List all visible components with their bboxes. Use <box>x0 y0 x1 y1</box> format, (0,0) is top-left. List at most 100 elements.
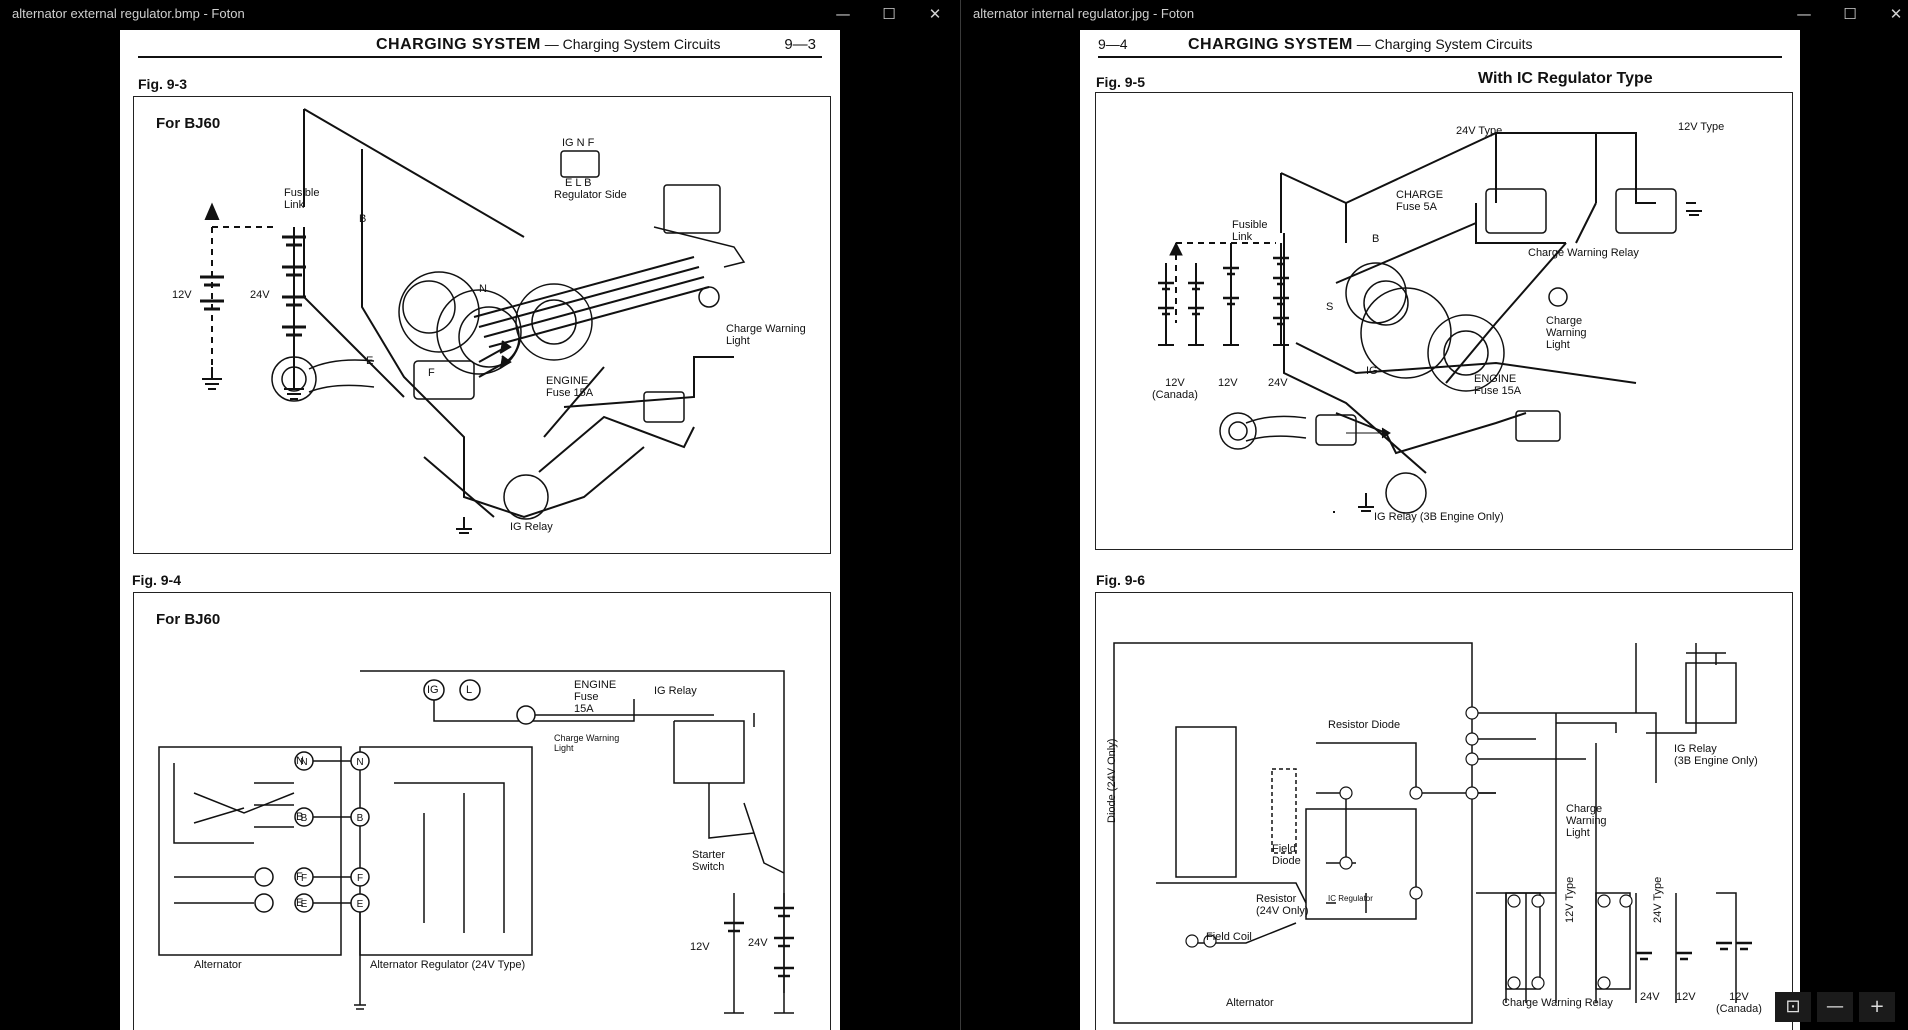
field-diode-label: Field Diode <box>1272 843 1301 867</box>
wiring-diagram-9-5 <box>1158 132 1702 514</box>
page-number: 9—3 <box>784 36 816 53</box>
schematic-9-6 <box>1113 642 1752 1024</box>
window-divider <box>960 0 961 1030</box>
svg-text:E: E <box>301 899 308 910</box>
n-terminal-label: N <box>296 755 304 767</box>
12v-label: 12V <box>1676 991 1696 1003</box>
figure-9-4: For BJ60 <box>133 592 831 1030</box>
zoom-out-button[interactable]: — <box>1817 992 1853 1022</box>
zoom-in-button[interactable]: + <box>1859 992 1895 1022</box>
figure-heading: For BJ60 <box>156 115 221 132</box>
ig-terminal-label: IG <box>1366 365 1378 377</box>
f-terminal-label: F <box>428 367 435 379</box>
regulator-side-label: Regulator Side <box>554 189 627 201</box>
svg-text:F: F <box>357 873 363 884</box>
ig-terminal-label: IG <box>427 684 439 696</box>
left-titlebar: alternator external regulator.bmp - Foto… <box>0 0 960 28</box>
diode-24v-label: Diode (24V Only) <box>1106 738 1118 823</box>
l-terminal-label: L <box>466 684 473 696</box>
field-coil-label: Field Coil <box>1206 931 1252 943</box>
b-terminal-label: B <box>359 213 367 225</box>
figure-label: Fig. 9-4 <box>132 572 182 588</box>
12v-label: 12V <box>1218 377 1238 389</box>
page-header: 9—4 CHARGING SYSTEM — Charging System Ci… <box>1098 34 1782 58</box>
alternator-regulator-label: Alternator Regulator (24V Type) <box>370 959 526 971</box>
engine-fuse-label: ENGINE Fuse 15A <box>1474 373 1522 397</box>
close-button[interactable]: ✕ <box>1889 5 1903 23</box>
24v-label: 24V <box>1268 377 1288 389</box>
section-subtitle: — Charging System Circuits <box>1356 36 1533 52</box>
close-button[interactable]: ✕ <box>928 5 942 23</box>
figure-heading: With IC Regulator Type <box>1478 70 1653 87</box>
12v-canada-label: 12V (Canada) <box>1716 991 1762 1015</box>
svg-text:N: N <box>356 757 363 768</box>
figure-heading: For BJ60 <box>156 611 221 628</box>
ic-regulator-label: IC Regulator <box>1328 894 1373 903</box>
manual-page-left: CHARGING SYSTEM — Charging System Circui… <box>120 30 840 1030</box>
12v-label: 12V <box>172 289 192 301</box>
f-terminal-label: F <box>296 871 303 883</box>
section-subtitle: — Charging System Circuits <box>544 36 721 52</box>
e-terminal-label: E <box>296 897 304 909</box>
page-header: CHARGING SYSTEM — Charging System Circui… <box>138 34 822 58</box>
section-title: CHARGING SYSTEM <box>1188 36 1353 53</box>
alternator-label: Alternator <box>1226 997 1274 1009</box>
ig-relay-label: IG Relay (3B Engine Only) <box>1674 743 1758 767</box>
minimize-button[interactable]: — <box>1796 5 1812 23</box>
svg-text:E: E <box>357 899 364 910</box>
resistor-diode-label: Resistor Diode <box>1328 719 1401 731</box>
24v-type-label: 24V Type <box>1456 125 1503 137</box>
12v-label: 12V <box>690 941 710 953</box>
left-window-title: alternator external regulator.bmp - Foto… <box>12 6 245 21</box>
ig-relay-label: IG Relay <box>510 521 553 533</box>
minimize-button[interactable]: — <box>835 5 851 23</box>
24v-label: 24V <box>748 937 768 949</box>
svg-text:N: N <box>300 757 307 768</box>
charge-warning-light-label: Charge Warning Light <box>1546 315 1587 351</box>
right-titlebar: alternator internal regulator.jpg - Foto… <box>961 0 1908 28</box>
b-terminal-label: B <box>296 811 304 823</box>
charge-warning-light-label: Charge Warning Light <box>554 733 620 753</box>
manual-page-right: 9—4 CHARGING SYSTEM — Charging System Ci… <box>1080 30 1800 1030</box>
maximize-button[interactable]: ☐ <box>882 5 896 23</box>
n-terminal-label: N <box>479 283 487 295</box>
engine-fuse-label: ENGINE Fuse 15A <box>546 375 594 399</box>
wiring-diagram-9-3 <box>200 108 746 534</box>
24v-type-label: 24V Type <box>1652 876 1664 923</box>
svg-text:B: B <box>357 813 364 824</box>
ig-relay-label: IG Relay (3B Engine Only) <box>1374 511 1504 523</box>
regulator-pins-bottom: E L B <box>565 177 592 189</box>
charge-warning-light-label: Charge Warning Light <box>726 323 806 347</box>
fusible-link-label: Fusible Link <box>1232 219 1268 243</box>
fusible-link-label: Fusible Link <box>284 187 320 211</box>
starter-switch-label: Starter Switch <box>692 849 726 873</box>
ig-relay-label: IG Relay <box>654 685 697 697</box>
12v-canada-label: 12V (Canada) <box>1152 377 1198 401</box>
right-photo-window: alternator internal regulator.jpg - Foto… <box>961 0 1908 1030</box>
24v-label: 24V <box>250 289 270 301</box>
figure-label: Fig. 9-3 <box>138 76 188 92</box>
figure-9-5: 24V Type 12V Type CHARGE Fuse 5A Fusible… <box>1095 92 1793 550</box>
right-window-title: alternator internal regulator.jpg - Foto… <box>973 6 1195 21</box>
charge-fuse-label: CHARGE Fuse 5A <box>1396 189 1444 213</box>
figure-9-6: Diode (24V Only) Resistor Diode Field Di… <box>1095 592 1793 1030</box>
maximize-button[interactable]: ☐ <box>1843 5 1857 23</box>
24v-label: 24V <box>1640 991 1660 1003</box>
fit-to-window-button[interactable]: ⊡ <box>1775 992 1811 1022</box>
12v-type-label: 12V Type <box>1678 121 1725 133</box>
charge-warning-relay-label: Charge Warning Relay <box>1528 247 1639 259</box>
12v-type-label: 12V Type <box>1564 876 1576 923</box>
figure-9-3: For BJ60 <box>133 96 831 554</box>
svg-text:F: F <box>301 873 307 884</box>
e-terminal-label: E <box>366 355 374 367</box>
svg-text:B: B <box>301 813 308 824</box>
regulator-pins-top: IG N F <box>562 137 595 149</box>
charge-warning-light-label: Charge Warning Light <box>1566 803 1607 839</box>
figure-label: Fig. 9-5 <box>1096 74 1146 90</box>
section-title: CHARGING SYSTEM <box>376 36 541 53</box>
resistor-24v-label: Resistor (24V Only) <box>1256 893 1309 917</box>
s-terminal-label: S <box>1326 301 1334 313</box>
engine-fuse-label: ENGINE Fuse 15A <box>574 679 617 715</box>
figure-label: Fig. 9-6 <box>1096 572 1146 588</box>
